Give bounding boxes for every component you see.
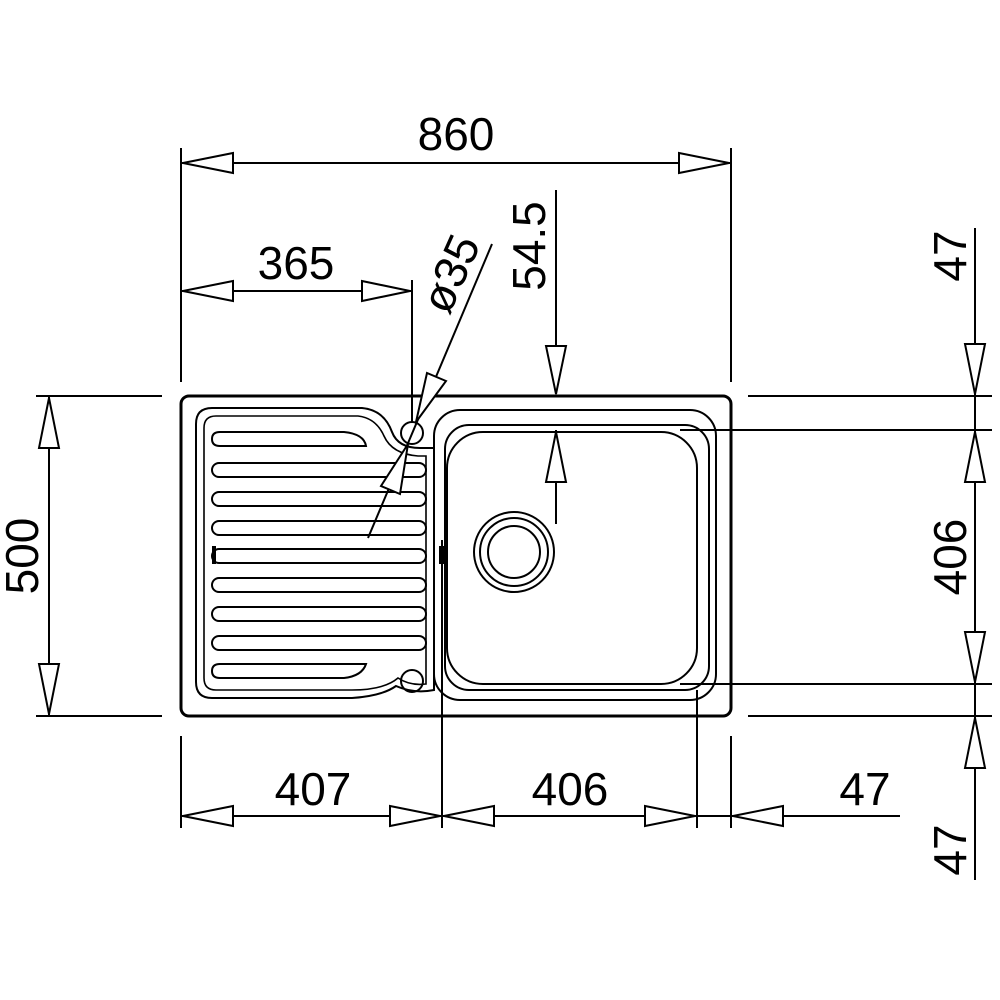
arrowhead <box>678 151 730 175</box>
overall-depth-label: 500 <box>0 518 48 595</box>
sink-body <box>179 394 733 718</box>
sink-outer-rim <box>179 394 733 718</box>
arrowhead <box>963 343 987 395</box>
drainer-groove <box>210 663 368 679</box>
bowl-rim <box>433 409 717 701</box>
dimension-labels: 860 365 ø35 54.5 500 407 406 47 47 406 4… <box>0 108 976 876</box>
arrowhead <box>544 431 568 483</box>
drainer-groove <box>210 431 368 447</box>
waste-outlet <box>473 511 555 593</box>
arrowhead <box>182 804 234 828</box>
drainer-groove <box>211 462 427 478</box>
bowl-edge-offset-label: 54.5 <box>503 201 555 291</box>
arrowhead <box>443 804 495 828</box>
arrowhead <box>544 345 568 395</box>
arrowhead <box>379 443 409 496</box>
waste-outlet-inner <box>487 525 541 579</box>
drainer-grooves <box>210 431 444 679</box>
drainer-groove <box>211 606 427 622</box>
arrowhead <box>963 631 987 683</box>
arrowhead <box>182 151 234 175</box>
arrowhead <box>37 397 61 449</box>
right-rim-label: 47 <box>839 763 890 815</box>
arrowhead <box>732 804 784 828</box>
bottom-rim-label: 47 <box>924 824 976 875</box>
drainer-groove <box>211 520 427 536</box>
top-rim-label: 47 <box>924 230 976 281</box>
arrowhead <box>644 804 696 828</box>
drainer-groove <box>211 577 427 593</box>
arrowhead <box>182 279 234 303</box>
drainer-slot-marker <box>212 546 216 564</box>
arrowhead <box>963 431 987 483</box>
bowl-outline <box>444 424 710 691</box>
overflow-hole <box>400 669 424 693</box>
drainer-outline <box>195 407 435 699</box>
drainer-width-label: 407 <box>275 763 352 815</box>
bowl-basin <box>446 431 698 685</box>
overall-width-label: 860 <box>418 108 495 160</box>
arrowhead <box>963 717 987 769</box>
arrowhead <box>389 804 441 828</box>
arrowhead <box>37 663 61 715</box>
extension-lines <box>36 148 992 828</box>
waste-outlet-ring <box>479 517 549 587</box>
drainer-inner-outline <box>203 415 427 691</box>
tap-hole-diameter-label: ø35 <box>411 227 491 321</box>
bowl-width-label: 406 <box>532 763 609 815</box>
dimension-lines <box>37 151 987 880</box>
tap-offset-label: 365 <box>258 237 335 289</box>
drainer-groove <box>211 635 427 651</box>
drainer-groove <box>211 548 427 564</box>
waste-outlet-outer <box>473 511 555 593</box>
drainer-groove <box>211 491 427 507</box>
bowl-depth-label: 406 <box>924 519 976 596</box>
arrowhead <box>361 279 411 303</box>
arrowhead <box>415 371 448 423</box>
